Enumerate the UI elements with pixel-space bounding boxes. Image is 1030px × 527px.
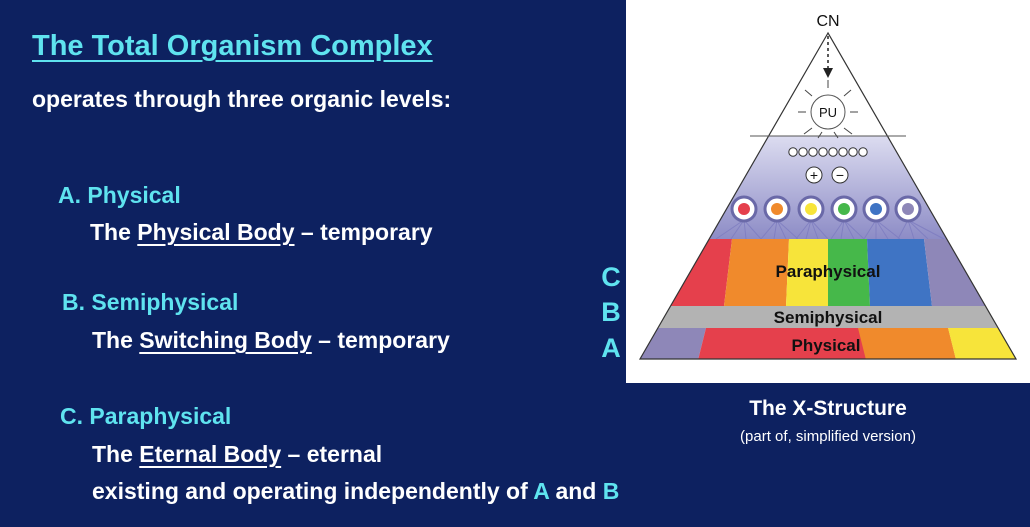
level-a-prefix: The: [90, 219, 138, 245]
pu-circle: [810, 94, 846, 130]
minus-circle: [831, 166, 849, 184]
page-title: The Total Organism Complex: [32, 30, 433, 62]
small-circles-row: [788, 147, 868, 157]
channel-ball-red: [730, 195, 758, 223]
level-a-term: Physical Body: [137, 219, 295, 245]
diagram-caption-title: The X-Structure: [749, 397, 907, 420]
pu-burst: [798, 80, 858, 139]
channel-ball-green: [830, 195, 858, 223]
phys-stripe-orange: [858, 328, 956, 359]
side-letter-b: B: [601, 297, 621, 327]
level-b-suffix: – temporary: [311, 327, 450, 353]
plus-circle: [805, 166, 823, 184]
apex-label-cn: CN: [816, 13, 839, 30]
level-c-suffix: – eternal: [281, 441, 383, 467]
independence-a: A: [533, 478, 550, 504]
level-c-term: Eternal Body: [139, 441, 282, 467]
independence-and: and: [549, 478, 603, 504]
side-letter-c: C: [601, 262, 621, 292]
pu-label: PU: [819, 105, 837, 120]
level-b-term: Switching Body: [139, 327, 312, 353]
page-subtitle: operates through three organic levels:: [32, 86, 452, 112]
channel-ball-blue: [862, 195, 890, 223]
para-stripe-green: [828, 239, 870, 306]
channel-rays: [715, 219, 945, 240]
band-label-physical: Physical: [792, 336, 861, 355]
level-a-description: The Physical Body – temporary: [90, 219, 433, 246]
level-c-prefix: The: [92, 441, 140, 467]
phys-stripe-yellow: [948, 328, 1016, 359]
channel-ball-purple: [894, 195, 922, 223]
band-label-paraphysical: Paraphysical: [776, 262, 881, 281]
side-letter-a: A: [601, 333, 621, 363]
level-b-heading: B. Semiphysical: [62, 289, 239, 315]
para-stripe-red: [640, 239, 732, 306]
para-stripe-blue: [867, 239, 932, 306]
lavender-zone: [640, 136, 1016, 239]
pyramid-outline: [638, 31, 1018, 360]
level-b-prefix: The: [92, 327, 140, 353]
independence-b: B: [602, 478, 620, 504]
plus-sign: +: [810, 167, 818, 183]
para-stripe-orange: [724, 239, 789, 306]
band-label-semiphysical: Semiphysical: [774, 308, 883, 327]
para-stripe-yellow: [786, 239, 828, 306]
level-c-heading: C. Paraphysical: [60, 403, 232, 429]
para-stripe-purple: [924, 239, 1016, 306]
level-c-description: The Eternal Body – eternal: [92, 441, 382, 468]
diagram-caption-subtitle: (part of, simplified version): [740, 428, 916, 445]
level-c-independence-note: existing and operating independently of …: [92, 478, 619, 505]
phys-stripe-purple: [640, 328, 706, 359]
independence-text: existing and operating independently of: [92, 478, 534, 504]
channel-ball-yellow: [797, 195, 825, 223]
channel-ball-orange: [763, 195, 791, 223]
level-b-description: The Switching Body – temporary: [92, 327, 450, 354]
minus-sign: −: [836, 167, 844, 183]
cn-arrow-head: [823, 68, 833, 78]
level-a-heading: A. Physical: [58, 182, 181, 208]
semiphysical-band: [640, 306, 1016, 328]
x-structure-diagram: CN: [638, 13, 1018, 360]
level-a-suffix: – temporary: [294, 219, 433, 245]
x-structure-panel: CN: [626, 0, 1030, 383]
